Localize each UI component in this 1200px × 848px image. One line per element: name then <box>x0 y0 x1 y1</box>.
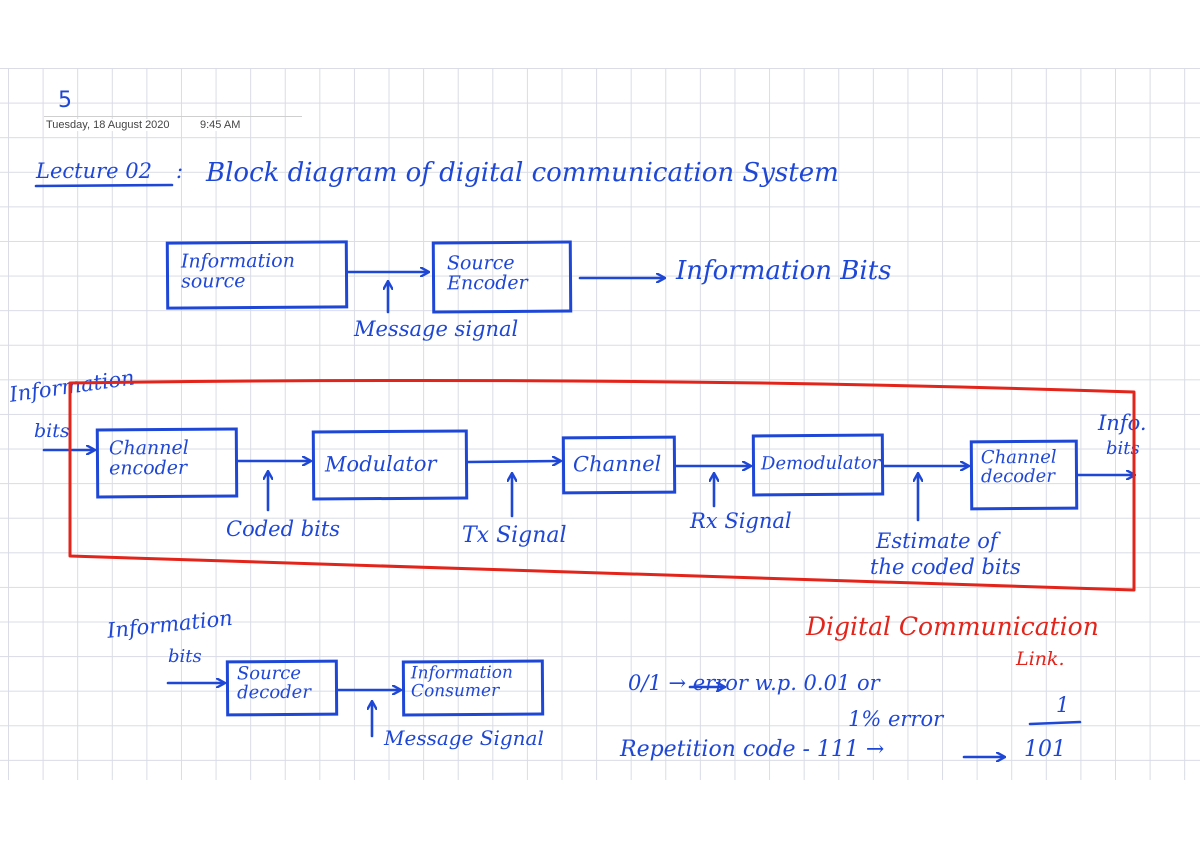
link-enclosure <box>68 378 1136 592</box>
coded-bits-label: Coded bits <box>226 517 341 541</box>
lecture-label: Lecture 02 <box>36 159 152 183</box>
page-number: 5 <box>58 88 72 113</box>
link-caption-line2: Link. <box>1016 648 1065 670</box>
header-rule <box>44 116 302 117</box>
note-code-output: 101 <box>1024 737 1066 762</box>
estimate-label-line2: the coded bits <box>870 555 1021 579</box>
note-fraction-numerator: 1 <box>1056 693 1070 717</box>
title-colon: : <box>176 159 184 183</box>
note-percent-line: 1% error <box>848 707 944 731</box>
page-time: 9:45 AM <box>200 119 241 131</box>
message-signal-label-top: Message signal <box>354 317 519 341</box>
arrow-modulator-to-channel <box>466 461 560 462</box>
link-input-label-line2: bits <box>34 420 70 442</box>
tx-signal-label: Tx Signal <box>462 523 567 548</box>
estimate-label-line1: Estimate of <box>876 529 998 553</box>
page-title: Block diagram of digital communication S… <box>206 158 839 188</box>
link-caption-line1: Digital Communication <box>806 612 1099 641</box>
page-date: Tuesday, 18 August 2020 <box>46 119 170 131</box>
bottom-input-label-line2: bits <box>168 646 202 667</box>
message-signal-label-bottom: Message Signal <box>384 726 544 750</box>
note-fraction-bar <box>1028 720 1082 726</box>
information-bits-label: Information Bits <box>676 256 892 286</box>
rx-signal-label: Rx Signal <box>690 509 792 533</box>
note-repetition-line: Repetition code - 111 → <box>620 737 885 762</box>
note-error-line: 0/1 → error w.p. 0.01 or <box>628 671 880 695</box>
grid-paper <box>0 68 1200 780</box>
link-output-label-line2: bits <box>1106 438 1140 459</box>
lecture-underline <box>34 183 174 188</box>
